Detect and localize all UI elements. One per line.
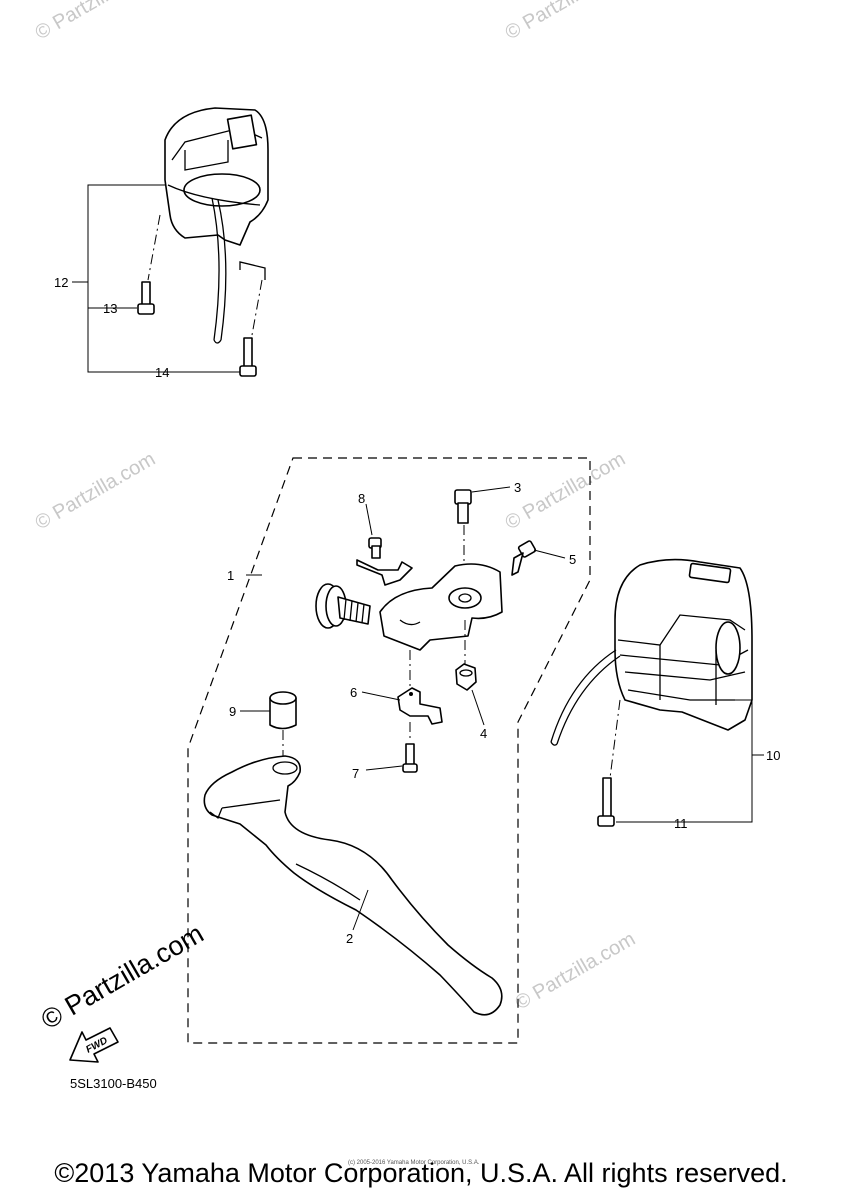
callout-1: 1 — [227, 568, 234, 583]
bolt-part-3 — [454, 489, 472, 588]
callout-8: 8 — [358, 491, 365, 506]
lever-holder — [379, 563, 503, 690]
callout-13: 13 — [103, 301, 117, 316]
callout-2: 2 — [346, 931, 353, 946]
callout-4: 4 — [480, 726, 487, 741]
screw-part-8 — [368, 537, 382, 559]
switch-part-6 — [397, 687, 443, 742]
callout-3: 3 — [514, 480, 521, 495]
nut-part-4 — [455, 663, 477, 691]
callout-5: 5 — [569, 552, 576, 567]
adjuster-knob — [315, 583, 371, 629]
callout-7: 7 — [352, 766, 359, 781]
callout-6: 6 — [350, 685, 357, 700]
callouts: 1 2 3 4 5 6 7 8 9 10 11 12 13 14 — [54, 275, 780, 946]
watermark: © Partzilla.com — [502, 0, 630, 44]
callout-14: 14 — [155, 365, 169, 380]
switch-bracket — [356, 559, 413, 586]
leader-lines — [150, 371, 566, 931]
callout-12: 12 — [54, 275, 68, 290]
watermark: © Partzilla.com — [32, 448, 160, 534]
bolt-part-5 — [511, 540, 537, 576]
watermark-large: © Partzilla.com — [36, 918, 209, 1035]
callout-10: 10 — [766, 748, 780, 763]
assembly-boundary — [187, 457, 591, 1044]
watermark: © Partzilla.com — [512, 928, 640, 1014]
collar-part-9 — [269, 691, 297, 762]
copyright-footer: ©2013 Yamaha Motor Corporation, U.S.A. A… — [54, 1158, 788, 1188]
small-copyright: (c) 2005-2016 Yamaha Motor Corporation, … — [348, 1160, 480, 1166]
callout-11: 11 — [674, 816, 688, 831]
right-handlebar-switch — [550, 558, 764, 827]
watermark: © Partzilla.com — [32, 0, 160, 44]
left-handlebar-switch — [72, 107, 269, 377]
fwd-arrow-icon: FWD — [69, 1027, 119, 1063]
screw-part-7 — [402, 743, 418, 773]
callout-9: 9 — [229, 704, 236, 719]
diagram-code: 5SL3100-B450 — [70, 1076, 157, 1091]
lever-part-2 — [203, 755, 503, 1016]
